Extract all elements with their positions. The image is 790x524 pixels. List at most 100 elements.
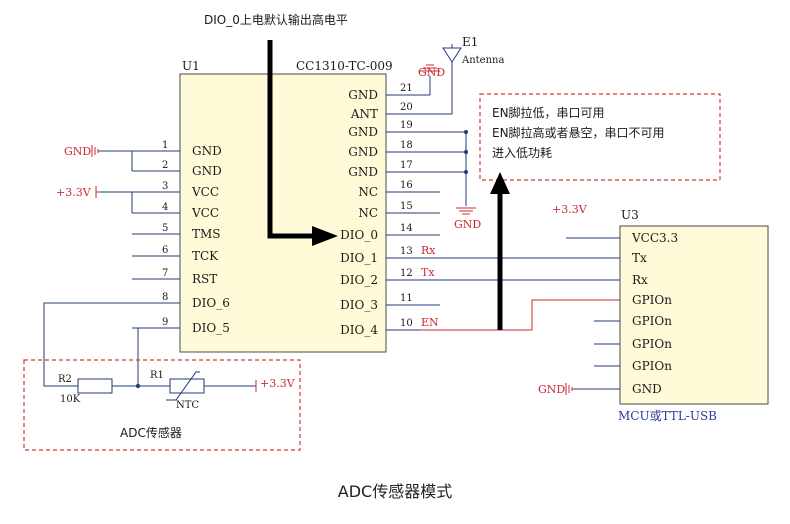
u1-pin-num: 11 — [400, 293, 413, 304]
en-note-line: EN脚拉低，串口可用 — [492, 105, 605, 120]
u1-pin-num: 9 — [162, 317, 168, 328]
u1-part: CC1310-TC-009 — [296, 59, 393, 73]
u1-pin-name: GND — [348, 145, 378, 159]
u1-pin-name: NC — [358, 185, 378, 199]
u3-body — [619, 225, 769, 405]
en-arrow — [490, 172, 510, 330]
u1-pin-name: NC — [358, 206, 378, 220]
u1-pin-num: 18 — [400, 140, 413, 151]
gnd-symbol-pin21: GND — [418, 64, 445, 95]
u1-pin-name: GND — [348, 88, 378, 102]
vcc-symbol-ntc: +3.3V — [255, 377, 296, 392]
u1-right-pin-lines — [386, 94, 440, 331]
u1-pin-num: 21 — [400, 83, 413, 94]
u3-pin-name: GPIOn — [632, 359, 672, 373]
en-note-line: 进入低功耗 — [492, 146, 552, 160]
r1-ntc — [169, 378, 205, 394]
en-note-line: EN脚拉高或者悬空，串口不可用 — [492, 125, 665, 140]
left-wiring — [100, 150, 133, 213]
rx-label: Rx — [421, 244, 436, 257]
u1-pin-name: GND — [192, 144, 222, 158]
u1-pin-name: DIO_5 — [192, 321, 230, 335]
u3-part: MCU或TTL-USB — [618, 409, 717, 423]
u1-pin-num: 2 — [162, 160, 168, 171]
u1-pin-num: 1 — [162, 140, 168, 151]
u1-body — [179, 73, 387, 353]
u1-pin-num: 8 — [162, 292, 168, 303]
gnd-label: GND — [418, 66, 445, 79]
u1-pin-num: 20 — [400, 102, 413, 113]
adc-box: ADC传感器 — [23, 359, 301, 451]
u1-pin-num: 7 — [162, 268, 168, 279]
gnd-label: GND — [538, 383, 565, 396]
u1-pin-name: TCK — [192, 249, 219, 263]
r1-value: NTC — [176, 400, 199, 411]
u1-pin-name: ANT — [350, 107, 378, 121]
u1-pin-name: DIO_6 — [192, 296, 230, 310]
adc-box-label: ADC传感器 — [120, 425, 182, 440]
u1-pin-num: 14 — [400, 223, 413, 234]
u3-pin-name: Rx — [632, 273, 648, 287]
figure-caption: ADC传感器模式 — [338, 482, 452, 501]
u1-pin-name: GND — [348, 125, 378, 139]
u1-pin-name: RST — [192, 272, 217, 286]
u1-pin-name: DIO_2 — [340, 273, 378, 287]
u1-pin-name: DIO_4 — [340, 323, 378, 337]
u1-pin-num: 15 — [400, 201, 413, 212]
gnd-label: GND — [454, 218, 481, 231]
vcc-symbol-left: +3.3V — [56, 186, 100, 199]
antenna-name: Antenna — [461, 55, 504, 66]
gnd-bus-right: GND — [440, 130, 481, 231]
r2-resistor — [77, 378, 113, 394]
dio0-note: DIO_0上电默认输出高电平 — [204, 12, 348, 27]
u1-pin-name: DIO_3 — [340, 298, 378, 312]
en-note: EN脚拉低，串口可用 EN脚拉高或者悬空，串口不可用 进入低功耗 — [479, 93, 721, 181]
u1-pin-name: GND — [192, 164, 222, 178]
u1-pin-num: 10 — [400, 318, 413, 329]
u1-left-pin-lines — [132, 150, 180, 329]
antenna: E1 Antenna — [440, 35, 504, 115]
u1-pin-name: VCC — [191, 206, 219, 220]
u1-pin-num: 12 — [400, 268, 413, 279]
en-wiring: EN — [420, 299, 620, 331]
gnd-symbol-u3: GND — [538, 383, 574, 396]
u3-chip: U3 MCU或TTL-USB VCC3.3 Tx Rx GPIOn GPIOn … — [566, 208, 769, 423]
u1-pin-name: TMS — [192, 227, 221, 241]
vcc-label: +3.3V — [56, 186, 92, 199]
u1-pin-num: 17 — [400, 160, 413, 171]
u1-pin-name: VCC — [191, 185, 219, 199]
vcc-label: +3.3V — [260, 377, 296, 390]
u1-pin-name: DIO_1 — [340, 251, 378, 265]
u1-pin-num: 3 — [162, 181, 168, 192]
adc-wiring — [43, 302, 256, 401]
uart-wiring: Rx Tx — [421, 244, 620, 281]
r2-ref: R2 — [58, 374, 72, 385]
u3-vcc-label: +3.3V — [552, 203, 588, 216]
u3-pin-name: GPIOn — [632, 293, 672, 307]
tx-label: Tx — [421, 266, 435, 279]
u1-pin-name: DIO_0 — [340, 228, 378, 242]
u3-pin-name: GPIOn — [632, 337, 672, 351]
u1-pin-name: GND — [348, 165, 378, 179]
u1-pin-num: 6 — [162, 245, 168, 256]
u3-ref: U3 — [621, 208, 639, 222]
u1-pin-num: 13 — [400, 246, 413, 257]
r1-ref: R1 — [150, 370, 164, 381]
u1-ref: U1 — [182, 59, 200, 73]
u3-pin-name: Tx — [632, 251, 647, 265]
en-label: EN — [421, 316, 439, 329]
gnd-label: GND — [64, 145, 91, 158]
u1-chip: U1 CC1310-TC-009 1 2 3 4 5 6 7 8 9 GND G… — [132, 59, 440, 353]
u3-pin-name: VCC3.3 — [631, 231, 678, 245]
dio0-arrow — [267, 40, 338, 246]
gnd-symbol-left: GND — [64, 145, 100, 158]
u3-pin-name: GND — [632, 382, 662, 396]
u3-pin-name: GPIOn — [632, 314, 672, 328]
r2-value: 10K — [60, 394, 81, 405]
antenna-ref: E1 — [462, 35, 478, 49]
u1-pin-num: 4 — [162, 202, 168, 213]
u1-pin-num: 19 — [400, 120, 413, 131]
u1-pin-num: 16 — [400, 180, 413, 191]
u1-pin-num: 5 — [162, 223, 168, 234]
